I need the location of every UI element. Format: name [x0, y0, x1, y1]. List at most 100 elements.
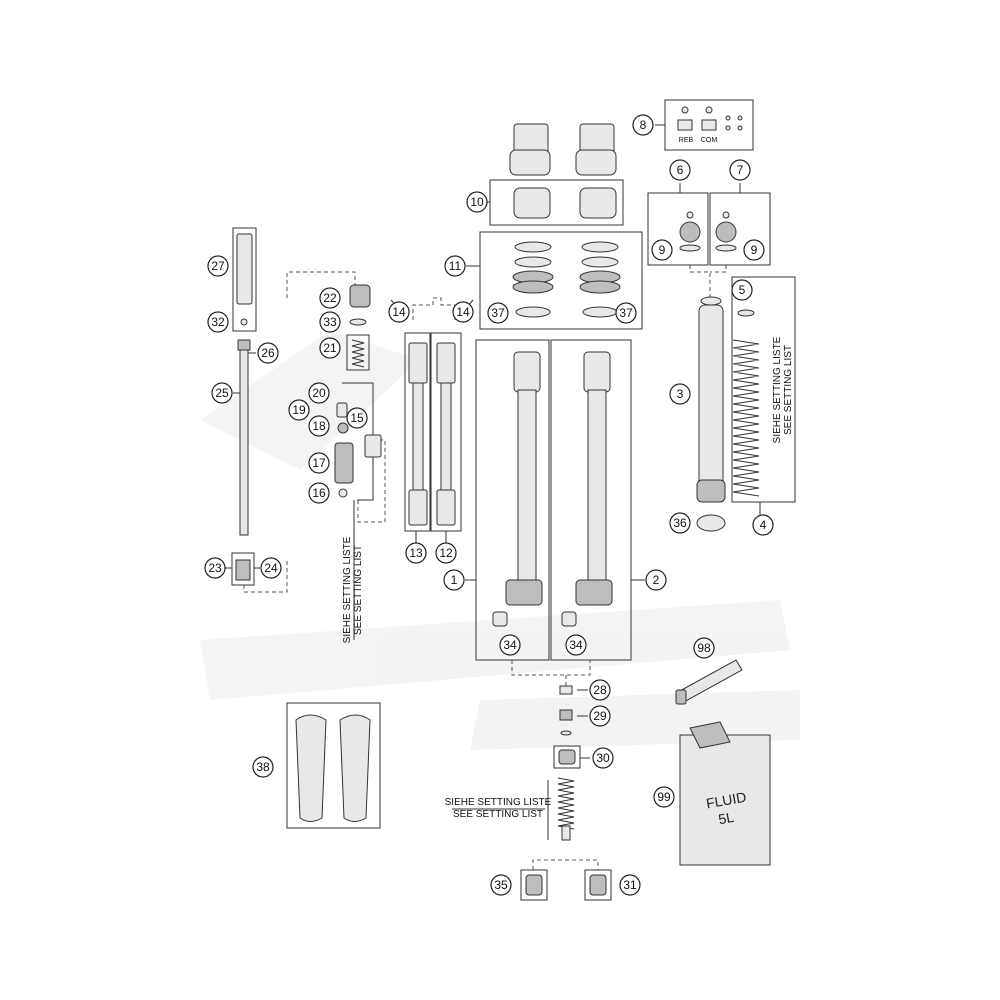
callout-24: 24 — [260, 557, 282, 579]
svg-text:99: 99 — [657, 790, 671, 804]
svg-text:2: 2 — [653, 573, 660, 587]
callout-3: 3 — [669, 383, 691, 405]
callout-31: 31 — [619, 874, 641, 896]
svg-text:6: 6 — [677, 163, 684, 177]
svg-text:16: 16 — [312, 486, 326, 500]
svg-text:34: 34 — [569, 638, 583, 652]
callout-9a: 9 — [651, 239, 673, 261]
svg-text:23: 23 — [208, 561, 222, 575]
callout-16: 16 — [308, 482, 330, 504]
svg-text:27: 27 — [211, 259, 225, 273]
svg-text:22: 22 — [323, 291, 337, 305]
fork-legs — [475, 339, 632, 690]
svg-text:3: 3 — [677, 387, 684, 401]
svg-text:13: 13 — [409, 546, 423, 560]
svg-text:38: 38 — [256, 760, 270, 774]
callout-34a: 34 — [499, 634, 521, 656]
svg-text:9: 9 — [659, 243, 666, 257]
spring-setting-note-en: SEE SETTING LIST — [783, 345, 794, 435]
callout-35: 35 — [490, 874, 512, 896]
callout-8: 8 — [632, 114, 654, 136]
cartridge-internals: SIEHE SETTING LISTE SEE SETTING LIST — [286, 271, 386, 643]
svg-text:31: 31 — [623, 878, 637, 892]
fork-guards — [286, 702, 381, 829]
callout-27: 27 — [207, 255, 229, 277]
spring-setting-note-de: SIEHE SETTING LISTE — [772, 336, 783, 443]
cartridge-setting-note-de: SIEHE SETTING LISTE — [342, 536, 353, 643]
callout-20: 20 — [308, 382, 330, 404]
callout-14b: 14 — [452, 301, 474, 323]
svg-text:18: 18 — [312, 419, 326, 433]
callout-12: 12 — [435, 542, 457, 564]
callout-30: 30 — [592, 747, 614, 769]
svg-text:19: 19 — [292, 403, 306, 417]
watermark — [200, 330, 800, 750]
svg-text:98: 98 — [697, 641, 711, 655]
adjuster-kit: REB COM — [655, 99, 754, 151]
callout-26: 26 — [257, 342, 279, 364]
callout-37a: 37 — [487, 302, 509, 324]
callout-29: 29 — [589, 705, 611, 727]
callout-38: 38 — [252, 756, 274, 778]
callout-1: 1 — [443, 569, 465, 591]
svg-text:14: 14 — [456, 305, 470, 319]
inner-tubes — [404, 297, 462, 545]
svg-text:25: 25 — [215, 386, 229, 400]
svg-text:32: 32 — [211, 315, 225, 329]
fluid-label-line2: 5L — [717, 809, 735, 827]
callout-36: 36 — [669, 512, 691, 534]
svg-text:15: 15 — [350, 411, 364, 425]
callout-14a: 14 — [388, 301, 410, 323]
callout-6: 6 — [669, 159, 691, 181]
svg-text:4: 4 — [760, 518, 767, 532]
svg-text:35: 35 — [494, 878, 508, 892]
damper-rod — [231, 339, 288, 593]
svg-text:17: 17 — [312, 456, 326, 470]
svg-text:8: 8 — [640, 118, 647, 132]
svg-text:12: 12 — [439, 546, 453, 560]
bushing-box — [479, 231, 643, 330]
callout-13: 13 — [405, 542, 427, 564]
svg-text:5: 5 — [739, 283, 746, 297]
svg-text:20: 20 — [312, 386, 326, 400]
callout-21: 21 — [319, 337, 341, 359]
callout-99: 99 — [653, 786, 675, 808]
base-valve: SIEHE SETTING LISTE SEE SETTING LIST — [445, 685, 612, 901]
callout-7: 7 — [729, 159, 751, 181]
svg-text:30: 30 — [596, 751, 610, 765]
seal-box — [489, 179, 624, 226]
svg-text:1: 1 — [451, 573, 458, 587]
svg-text:14: 14 — [392, 305, 406, 319]
callout-22: 22 — [319, 287, 341, 309]
svg-text:33: 33 — [323, 315, 337, 329]
callout-4: 4 — [752, 514, 774, 536]
callout-5: 5 — [731, 279, 753, 301]
callout-34b: 34 — [565, 634, 587, 656]
svg-text:26: 26 — [261, 346, 275, 360]
base-setting-note-de: SIEHE SETTING LISTE — [445, 797, 552, 808]
svg-text:21: 21 — [323, 341, 337, 355]
callout-98: 98 — [693, 637, 715, 659]
base-setting-note-en: SEE SETTING LIST — [453, 809, 543, 820]
cartridge-setting-note-en: SEE SETTING LIST — [353, 545, 364, 635]
com-label: COM — [701, 137, 718, 144]
fluid-label-line1: FLUID — [705, 789, 748, 812]
callout-17: 17 — [308, 452, 330, 474]
callout-9b: 9 — [743, 239, 765, 261]
svg-text:34: 34 — [503, 638, 517, 652]
callout-2: 2 — [645, 569, 667, 591]
callout-15: 15 — [346, 407, 368, 429]
outer-tube — [696, 296, 726, 532]
callout-33: 33 — [319, 311, 341, 333]
svg-text:11: 11 — [449, 259, 462, 273]
fluid-can: FLUID 5L — [679, 721, 771, 866]
svg-text:7: 7 — [737, 163, 744, 177]
svg-text:36: 36 — [673, 516, 687, 530]
svg-text:37: 37 — [619, 306, 633, 320]
svg-text:28: 28 — [593, 683, 607, 697]
callout-32: 32 — [207, 311, 229, 333]
callout-19: 19 — [288, 399, 310, 421]
callout-37b: 37 — [615, 302, 637, 324]
grease-tube — [675, 659, 743, 705]
